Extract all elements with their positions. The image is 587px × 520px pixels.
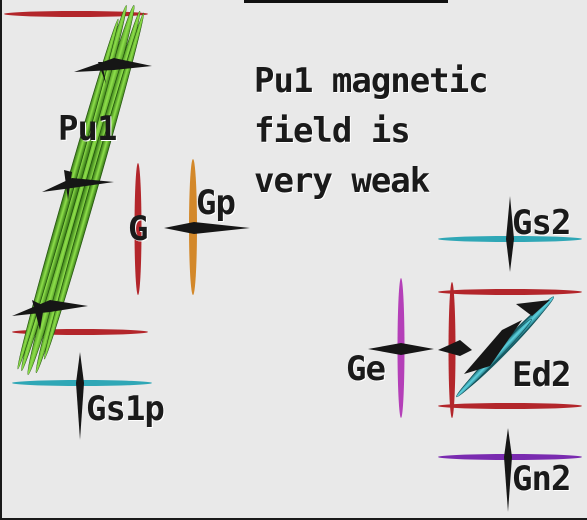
annotation-note: Pu1 magnetic field is very weak <box>254 56 584 206</box>
label-g: G <box>128 212 147 246</box>
label-gp: Gp <box>196 186 235 220</box>
label-gs1p: Gs1p <box>86 392 164 426</box>
label-gs2: Gs2 <box>512 206 570 240</box>
red-rod-top <box>4 11 148 17</box>
label-pu1: Pu1 <box>58 112 116 146</box>
label-ge: Ge <box>346 352 385 386</box>
gn2-marker <box>504 428 512 512</box>
red-rod-ed2-top <box>438 289 582 295</box>
ed2-marker-left <box>438 340 472 356</box>
pu1-green-bundle <box>14 4 147 376</box>
red-rod-ed2-bottom <box>438 403 582 409</box>
label-gn2: Gn2 <box>512 462 570 496</box>
gs1p-marker <box>76 352 84 440</box>
label-ed2: Ed2 <box>512 358 570 392</box>
pu1-marker-top <box>74 58 152 72</box>
gp-marker <box>164 222 250 234</box>
